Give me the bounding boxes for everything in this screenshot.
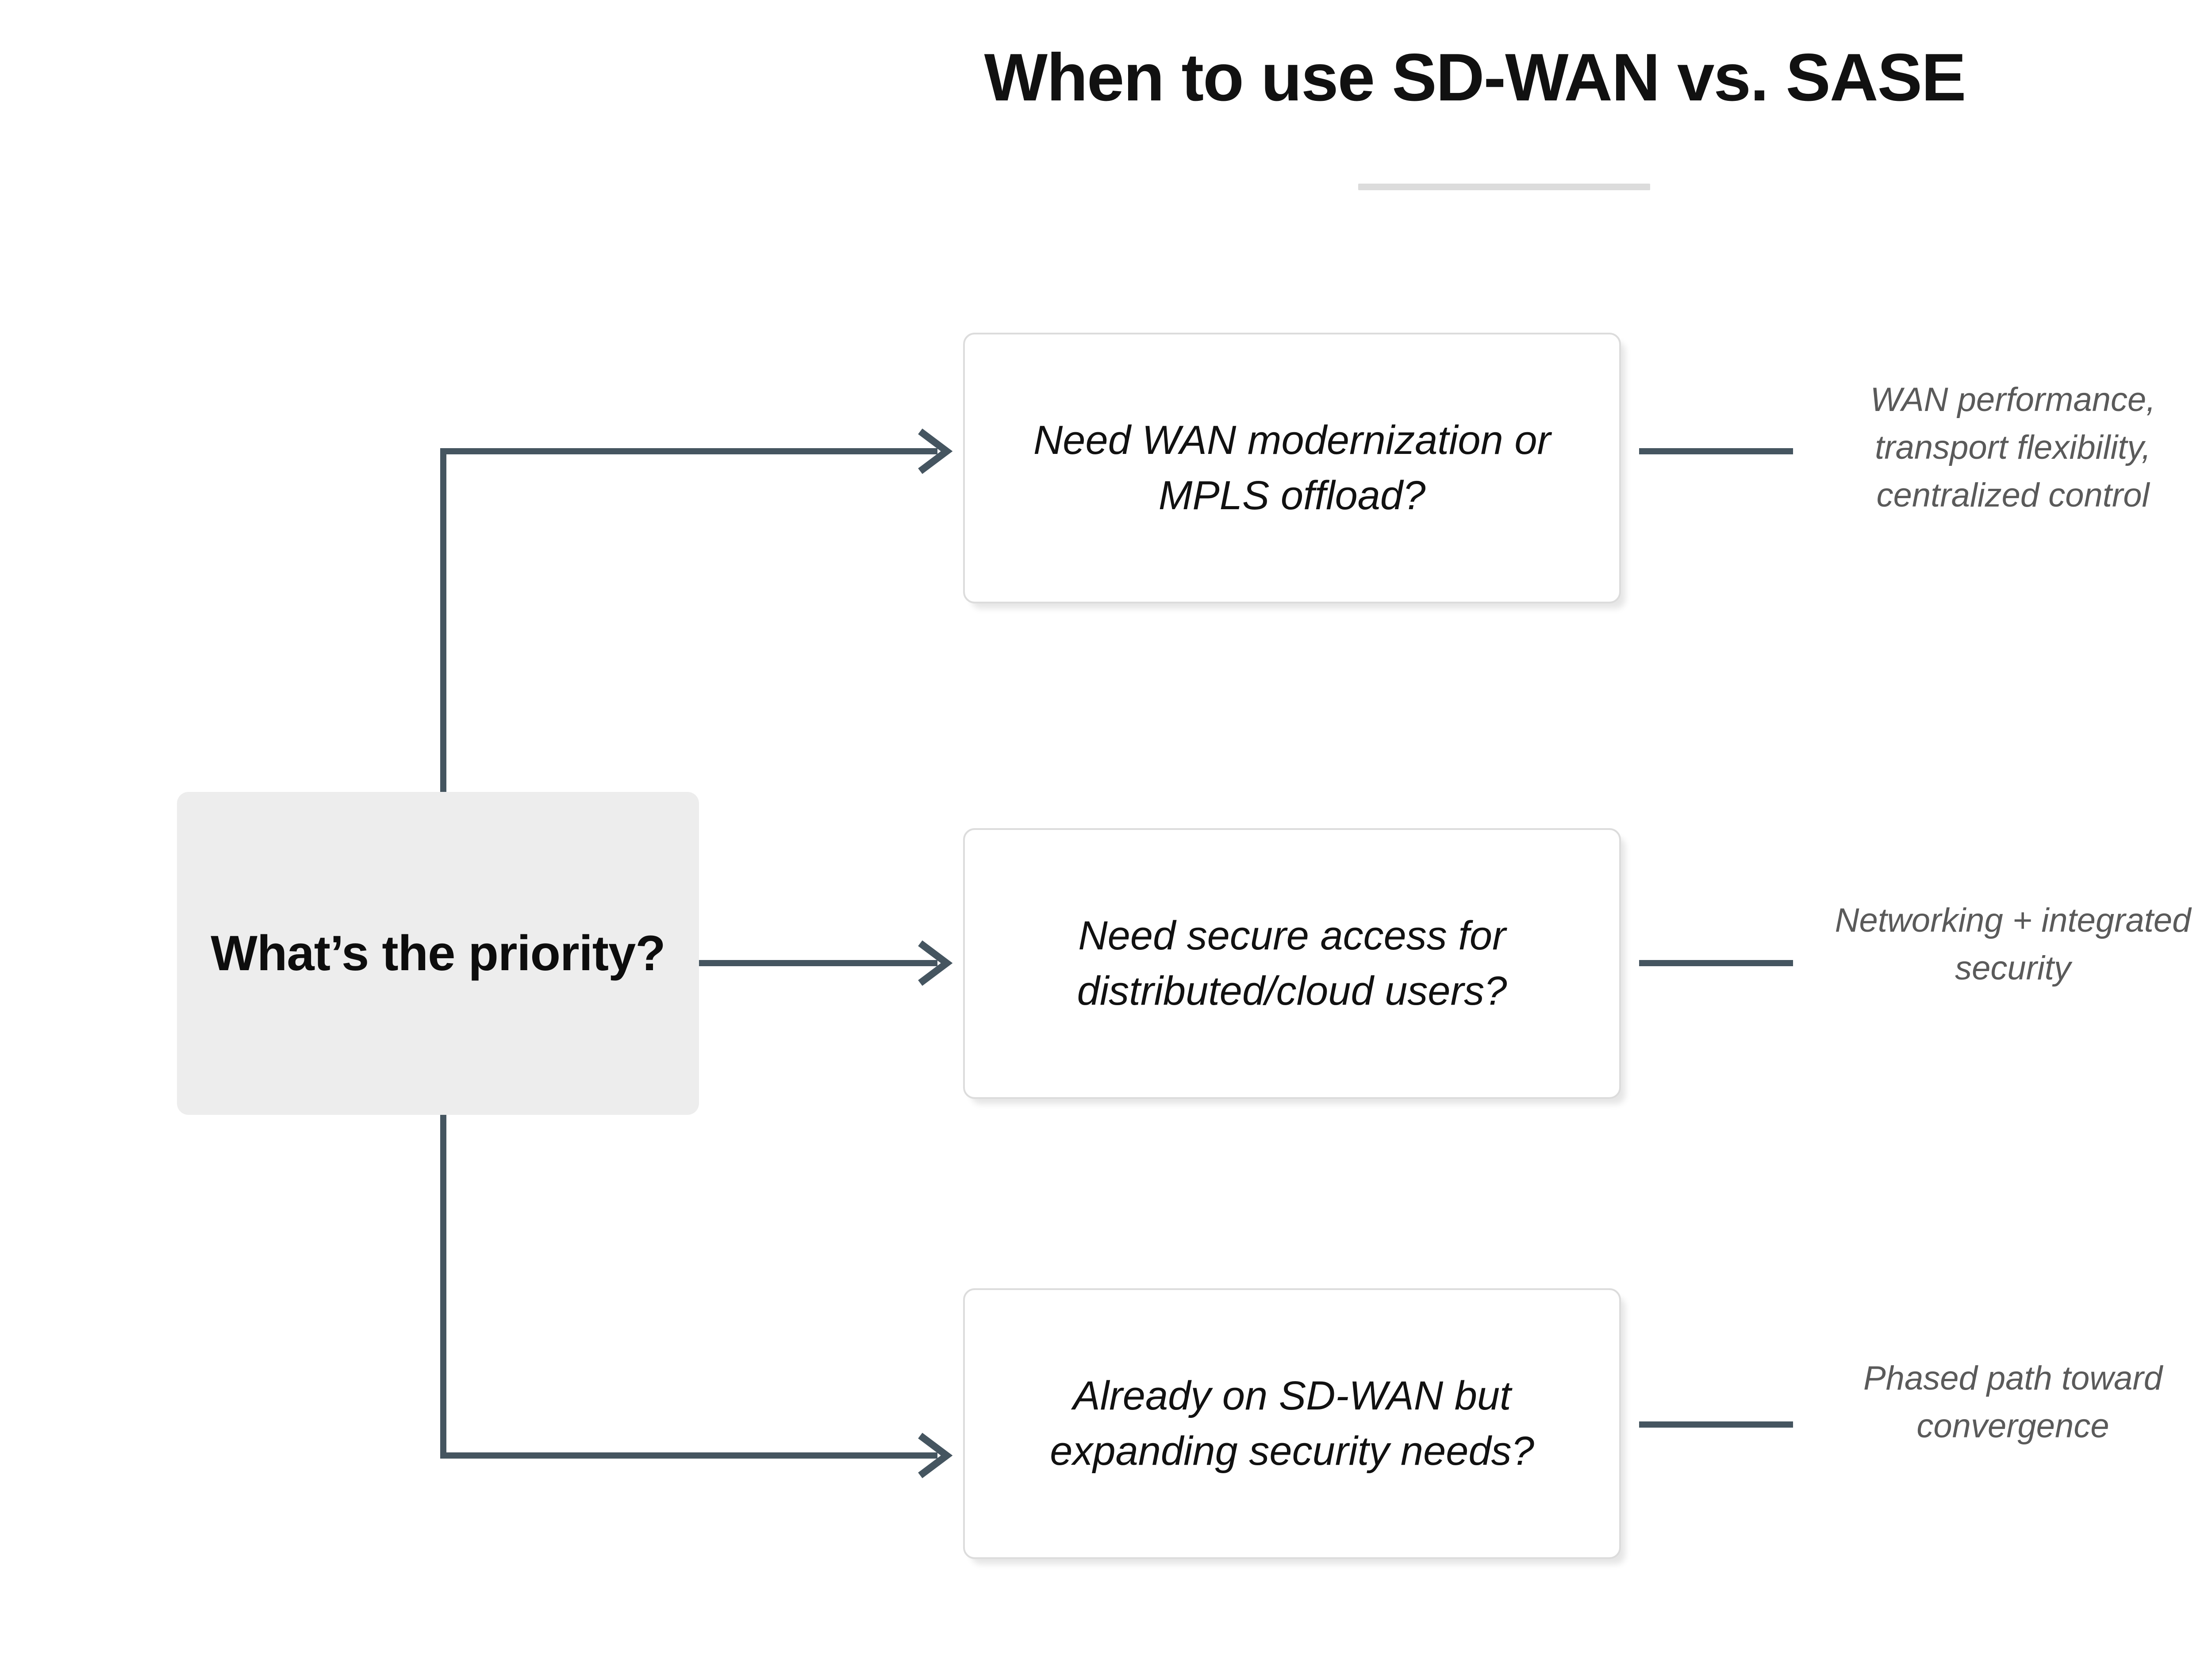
connector-branch-1-to-outcome — [1639, 448, 1793, 454]
connector-branch-2-to-outcome — [1639, 960, 1793, 966]
connector-root-to-branch-3 — [440, 1112, 953, 1479]
connector-root-to-branch-2 — [699, 940, 953, 986]
condition-label-3: Already on SD-WAN but expanding security… — [1050, 1373, 1534, 1474]
header-region: When to use SD-WAN vs. SASE — [0, 0, 2212, 248]
condition-box-2[interactable]: Need secure access for distributed/cloud… — [963, 828, 1621, 1099]
connector-branch-3-to-outcome — [1639, 1421, 1793, 1428]
connector-root-to-branch-1 — [440, 428, 953, 795]
page-title: When to use SD-WAN vs. SASE — [984, 40, 1966, 115]
condition-label-2: Need secure access for distributed/cloud… — [1077, 913, 1507, 1014]
edge-caption-2: Networking + integrated security — [1835, 902, 2191, 987]
edge-caption-1: WAN performance, transport flexibility, … — [1870, 381, 2156, 514]
title-divider — [1358, 184, 1650, 190]
decision-node-label: What’s the priority? — [211, 926, 665, 981]
edge-caption-3: Phased path toward convergence — [1863, 1359, 2163, 1445]
condition-box-1[interactable]: Need WAN modernization or MPLS offload? — [963, 333, 1621, 603]
condition-label-1: Need WAN modernization or MPLS offload? — [1033, 417, 1551, 518]
decision-node-priority[interactable]: What’s the priority? — [177, 792, 699, 1115]
condition-box-3[interactable]: Already on SD-WAN but expanding security… — [963, 1288, 1621, 1559]
